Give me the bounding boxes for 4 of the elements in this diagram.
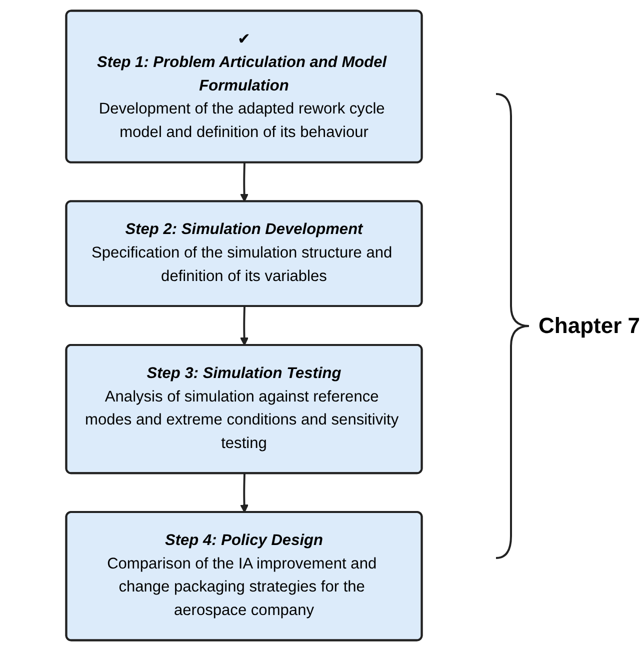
chapter-label: Chapter 7 xyxy=(538,312,640,338)
arrow xyxy=(240,474,249,513)
arrow xyxy=(240,306,249,346)
arrow xyxy=(240,162,249,202)
